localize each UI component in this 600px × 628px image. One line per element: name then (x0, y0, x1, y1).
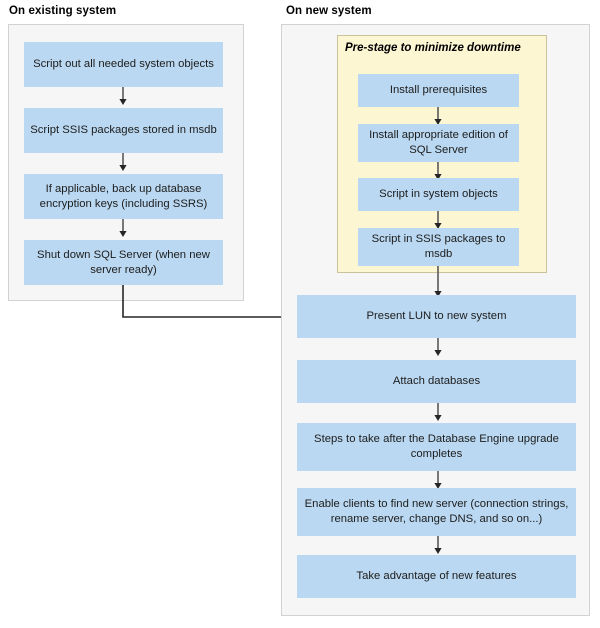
node-label: Script SSIS packages stored in msdb (30, 124, 217, 136)
panel-title-new-system: On new system (286, 5, 372, 17)
node-label: Install appropriate edition of SQL Serve… (369, 129, 508, 156)
arrow-n8-to-n9 (433, 536, 443, 555)
node-post-upgrade-steps[interactable]: Steps to take after the Database Engine … (297, 423, 576, 471)
arrow-e2-to-e3 (118, 153, 128, 172)
node-shut-down-sql-server[interactable]: Shut down SQL Server (when new server re… (24, 240, 223, 285)
node-install-prerequisites[interactable]: Install prerequisites (358, 74, 519, 107)
arrow-n6-to-n7 (433, 403, 443, 422)
node-take-advantage-new-features[interactable]: Take advantage of new features (297, 555, 576, 598)
node-backup-encryption-keys[interactable]: If applicable, back up database encrypti… (24, 174, 223, 219)
arrow-n3-to-n4 (433, 211, 443, 230)
node-label: Take advantage of new features (356, 570, 517, 582)
node-label: Steps to take after the Database Engine … (314, 433, 559, 460)
node-label: Install prerequisites (389, 84, 488, 96)
arrow-n5-to-n6 (433, 338, 443, 357)
node-install-sql-server-edition[interactable]: Install appropriate edition of SQL Serve… (358, 124, 519, 162)
node-script-in-system-objects[interactable]: Script in system objects (358, 178, 519, 211)
arrow-existing-to-new-system (118, 285, 300, 325)
node-enable-clients-find-new-server[interactable]: Enable clients to find new server (conne… (297, 488, 576, 536)
node-script-ssis-packages-msdb[interactable]: Script SSIS packages stored in msdb (24, 108, 223, 153)
node-script-out-system-objects[interactable]: Script out all needed system objects (24, 42, 223, 87)
node-label: Present LUN to new system (366, 310, 507, 322)
node-label: Script in system objects (379, 188, 498, 200)
arrow-e1-to-e2 (118, 87, 128, 106)
panel-title-existing-system: On existing system (9, 5, 117, 17)
node-label: Script out all needed system objects (33, 58, 214, 70)
arrow-e3-to-e4 (118, 219, 128, 238)
node-present-lun[interactable]: Present LUN to new system (297, 295, 576, 338)
node-label: Enable clients to find new server (conne… (304, 498, 569, 525)
node-label: Script in SSIS packages to msdb (371, 233, 506, 260)
arrow-n1-to-n2 (433, 107, 443, 126)
node-label: Shut down SQL Server (when new server re… (37, 248, 210, 276)
node-attach-databases[interactable]: Attach databases (297, 360, 576, 403)
arrow-n7-to-n8 (433, 471, 443, 490)
stage-title-pre-stage: Pre-stage to minimize downtime (345, 42, 521, 54)
node-script-in-ssis-packages-msdb[interactable]: Script in SSIS packages to msdb (358, 228, 519, 266)
arrow-n2-to-n3 (433, 162, 443, 181)
node-label: If applicable, back up database encrypti… (39, 182, 208, 210)
arrow-n4-to-n5 (433, 266, 443, 298)
node-label: Attach databases (392, 375, 481, 387)
